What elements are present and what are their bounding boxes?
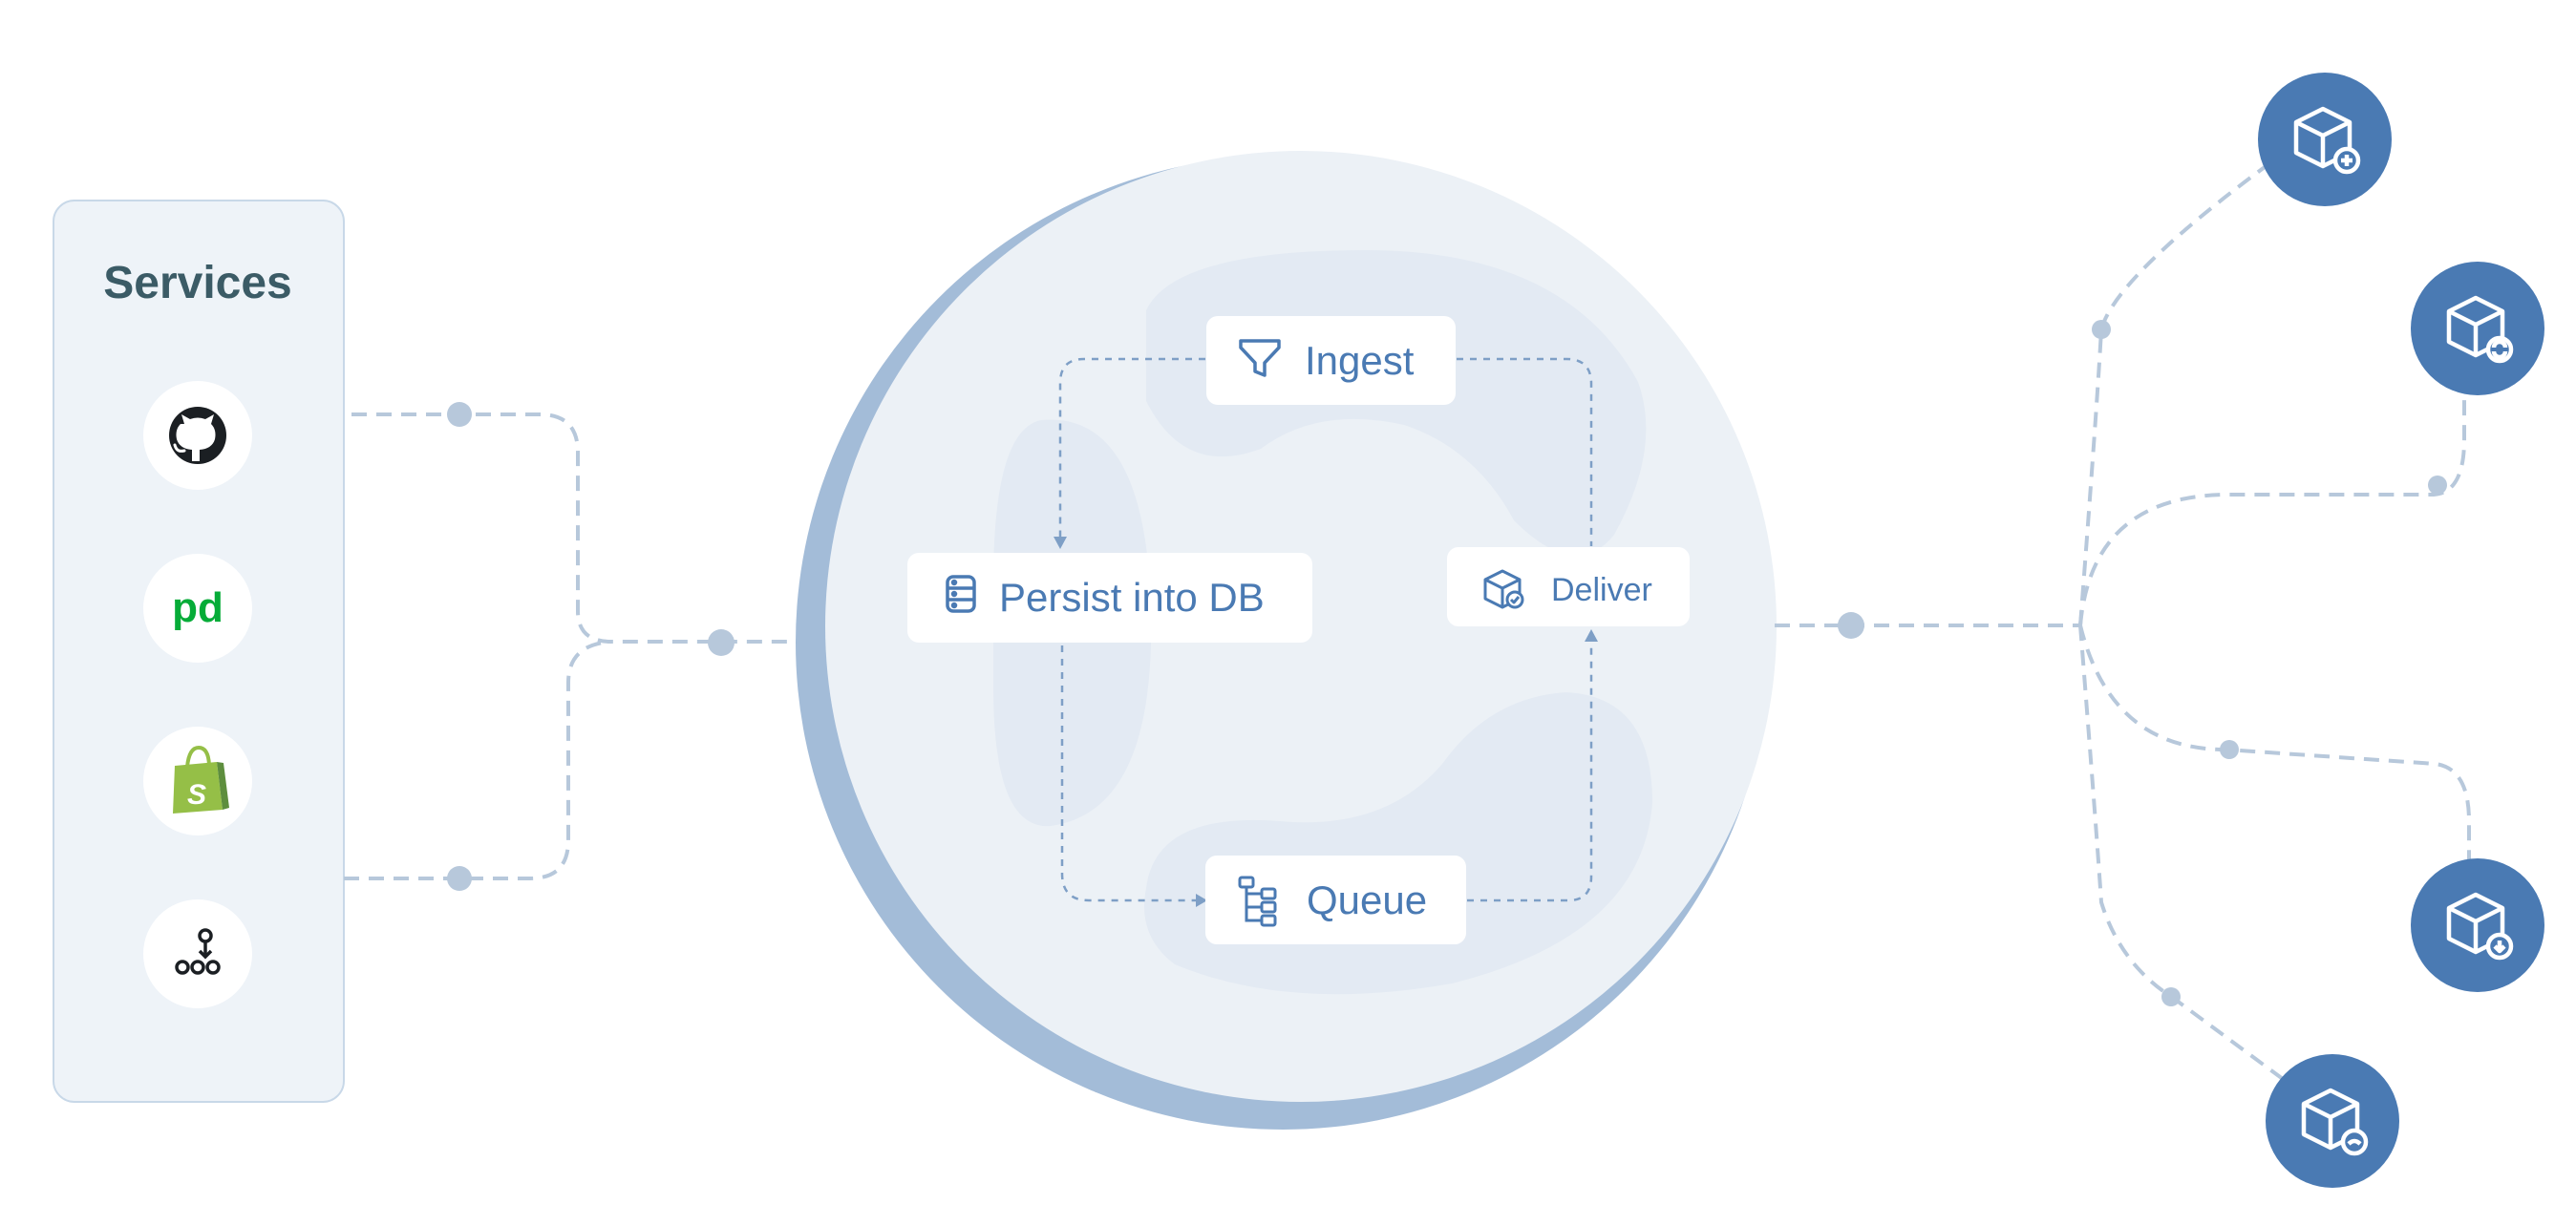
workflow-icon [175, 928, 221, 975]
services-title: Services [103, 258, 292, 308]
database-icon [946, 575, 976, 613]
github-icon [169, 407, 226, 464]
package-plus-icon [2293, 106, 2361, 175]
ingest-node[interactable]: Ingest [1206, 316, 1456, 405]
pagerduty-service[interactable]: pd [143, 554, 252, 663]
filter-icon [1239, 339, 1281, 377]
flow-arrowheads [1054, 537, 1598, 907]
destination-1[interactable] [2258, 73, 2392, 206]
svg-text:S: S [187, 779, 206, 811]
left-connector-dots [447, 402, 734, 891]
shopify-service[interactable]: S [143, 727, 252, 835]
destination-2[interactable] [2411, 262, 2544, 395]
persist-label: Persist into DB [999, 575, 1265, 620]
hierarchy-icon [1238, 876, 1277, 927]
deliver-label: Deliver [1551, 572, 1652, 608]
workflow-service[interactable] [143, 899, 252, 1008]
services-panel: Services pd S [53, 200, 345, 1103]
right-connector-dots [1838, 320, 2447, 1006]
pagerduty-icon: pd [172, 584, 224, 631]
persist-node[interactable]: Persist into DB [907, 553, 1312, 643]
package-minus-icon [2301, 1088, 2369, 1156]
destination-4[interactable] [2266, 1054, 2399, 1188]
flow-lines [1058, 357, 1593, 902]
package-sync-icon [2446, 295, 2514, 364]
queue-node[interactable]: Queue [1205, 856, 1466, 944]
left-connectors [344, 412, 802, 880]
right-connectors [1775, 162, 2471, 1081]
package-check-icon [1483, 569, 1524, 609]
github-service[interactable] [143, 381, 252, 490]
queue-label: Queue [1307, 877, 1427, 922]
package-download-icon [2446, 892, 2514, 961]
shopify-icon: S [173, 745, 229, 814]
deliver-node[interactable]: Deliver [1447, 547, 1690, 626]
destination-3[interactable] [2411, 858, 2544, 992]
ingest-label: Ingest [1305, 338, 1415, 383]
